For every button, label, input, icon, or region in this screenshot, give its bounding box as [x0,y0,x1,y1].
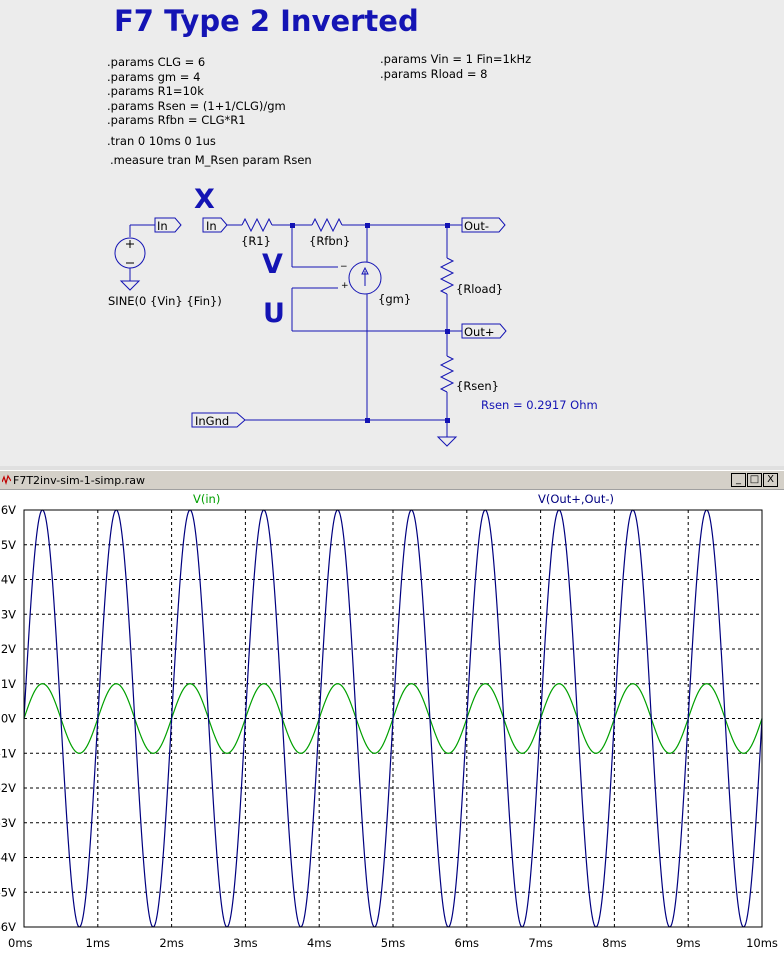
y-tick-label: 1V [1,677,16,691]
params-directive-block[interactable]: .params CLG = 6 .params gm = 4 .params R… [107,55,286,128]
y-tick-label: -4V [0,851,16,865]
resistor-r1-label[interactable]: {R1} [241,234,271,248]
voltage-source-label[interactable]: SINE(0 {Vin} {Fin}) [108,294,222,308]
x-tick-label: 5ms [381,936,406,950]
param-gm: .params gm = 4 [107,69,201,84]
schematic-editor[interactable]: F7 Type 2 Inverted .params CLG = 6 .para… [0,0,784,466]
x-tick-label: 2ms [159,936,184,950]
plot-grid [24,510,762,927]
x-tick-label: 0ms [8,936,33,950]
param-clg: .params CLG = 6 [107,55,206,69]
y-tick-label: -3V [0,816,16,830]
y-tick-label: -5V [0,885,16,899]
y-tick-label: 4V [1,573,16,587]
net-flag-out-plus[interactable]: Out+ [464,325,495,339]
resistor-rfbn-label[interactable]: {Rfbn} [309,234,351,248]
legend-vin[interactable]: V(in) [193,492,221,506]
maximize-button[interactable]: □ [747,473,762,487]
waveform-icon [2,474,11,486]
node-label-x: X [194,184,215,215]
y-tick-label: -1V [0,746,16,760]
net-flag-in[interactable]: In [206,219,217,233]
schematic-wires [114,217,507,447]
param-rload: .params Rload = 8 [380,66,488,81]
window-titlebar[interactable]: F7T2inv-sim-1-simp.raw _ □ X [0,470,784,490]
schematic-title: F7 Type 2 Inverted [114,4,419,38]
plot-frame [23,509,763,928]
net-flag-out-minus[interactable]: Out- [464,219,489,233]
net-flag-in-source[interactable]: In [157,219,168,233]
resistor-rsen-label[interactable]: {Rsen} [456,379,499,393]
y-tick-label: -2V [0,781,16,795]
measurement-result: Rsen = 0.2917 Ohm [481,398,598,412]
y-tick-label: 0V [1,712,16,726]
node-label-u: U [263,298,285,329]
window-title: F7T2inv-sim-1-simp.raw [13,474,145,487]
x-tick-label: 10ms [746,936,778,950]
net-flag-ingnd[interactable]: InGnd [195,414,230,428]
node-label-v: V [262,249,283,280]
x-tick-label: 4ms [307,936,332,950]
trace-vout[interactable] [23,509,763,928]
plot-traces [23,509,763,928]
minimize-button[interactable]: _ [731,473,746,487]
close-button[interactable]: X [763,473,778,487]
y-tick-label: 2V [1,642,16,656]
current-source-gm-label[interactable]: {gm} [378,292,412,306]
y-tick-label: 3V [1,607,16,621]
axis-ticks: 0ms 1ms 2ms 3ms 4ms 5ms 6ms 7ms 8ms 9ms 10ms 6V 5V 4V… [0,503,778,950]
resistor-rload-label[interactable]: {Rload} [456,282,504,296]
x-tick-label: 6ms [455,936,480,950]
minus-input-sign: − [340,262,348,272]
x-tick-label: 9ms [676,936,701,950]
x-tick-label: 7ms [528,936,553,950]
tran-directive[interactable]: .tran 0 10ms 0 1us [107,134,216,148]
legend-vout[interactable]: V(Out+,Out-) [538,492,614,506]
x-tick-label: 1ms [86,936,111,950]
param-rsen: .params Rsen = (1+1/CLG)/gm [107,98,286,113]
plus-input-sign: + [341,281,349,291]
param-rfbn: .params Rfbn = CLG*R1 [107,113,246,127]
y-tick-label: 6V [1,503,16,517]
params-directive-right[interactable]: .params Vin = 1 Fin=1kHz .params Rload =… [380,52,531,81]
x-tick-label: 3ms [233,936,258,950]
param-r1: .params R1=10k [107,84,204,98]
x-tick-label: 8ms [602,936,627,950]
measure-directive[interactable]: .measure tran M_Rsen param Rsen [110,153,312,167]
waveform-window[interactable]: F7T2inv-sim-1-simp.raw _ □ X V(in) V(Out… [0,470,784,956]
y-tick-label: -6V [0,920,16,934]
waveform-plot[interactable]: 0ms 1ms 2ms 3ms 4ms 5ms 6ms 7ms 8ms 9ms 10ms 6V 5V 4V… [0,470,784,956]
y-tick-label: 5V [1,538,16,552]
param-vin-fin: .params Vin = 1 Fin=1kHz [380,52,532,66]
